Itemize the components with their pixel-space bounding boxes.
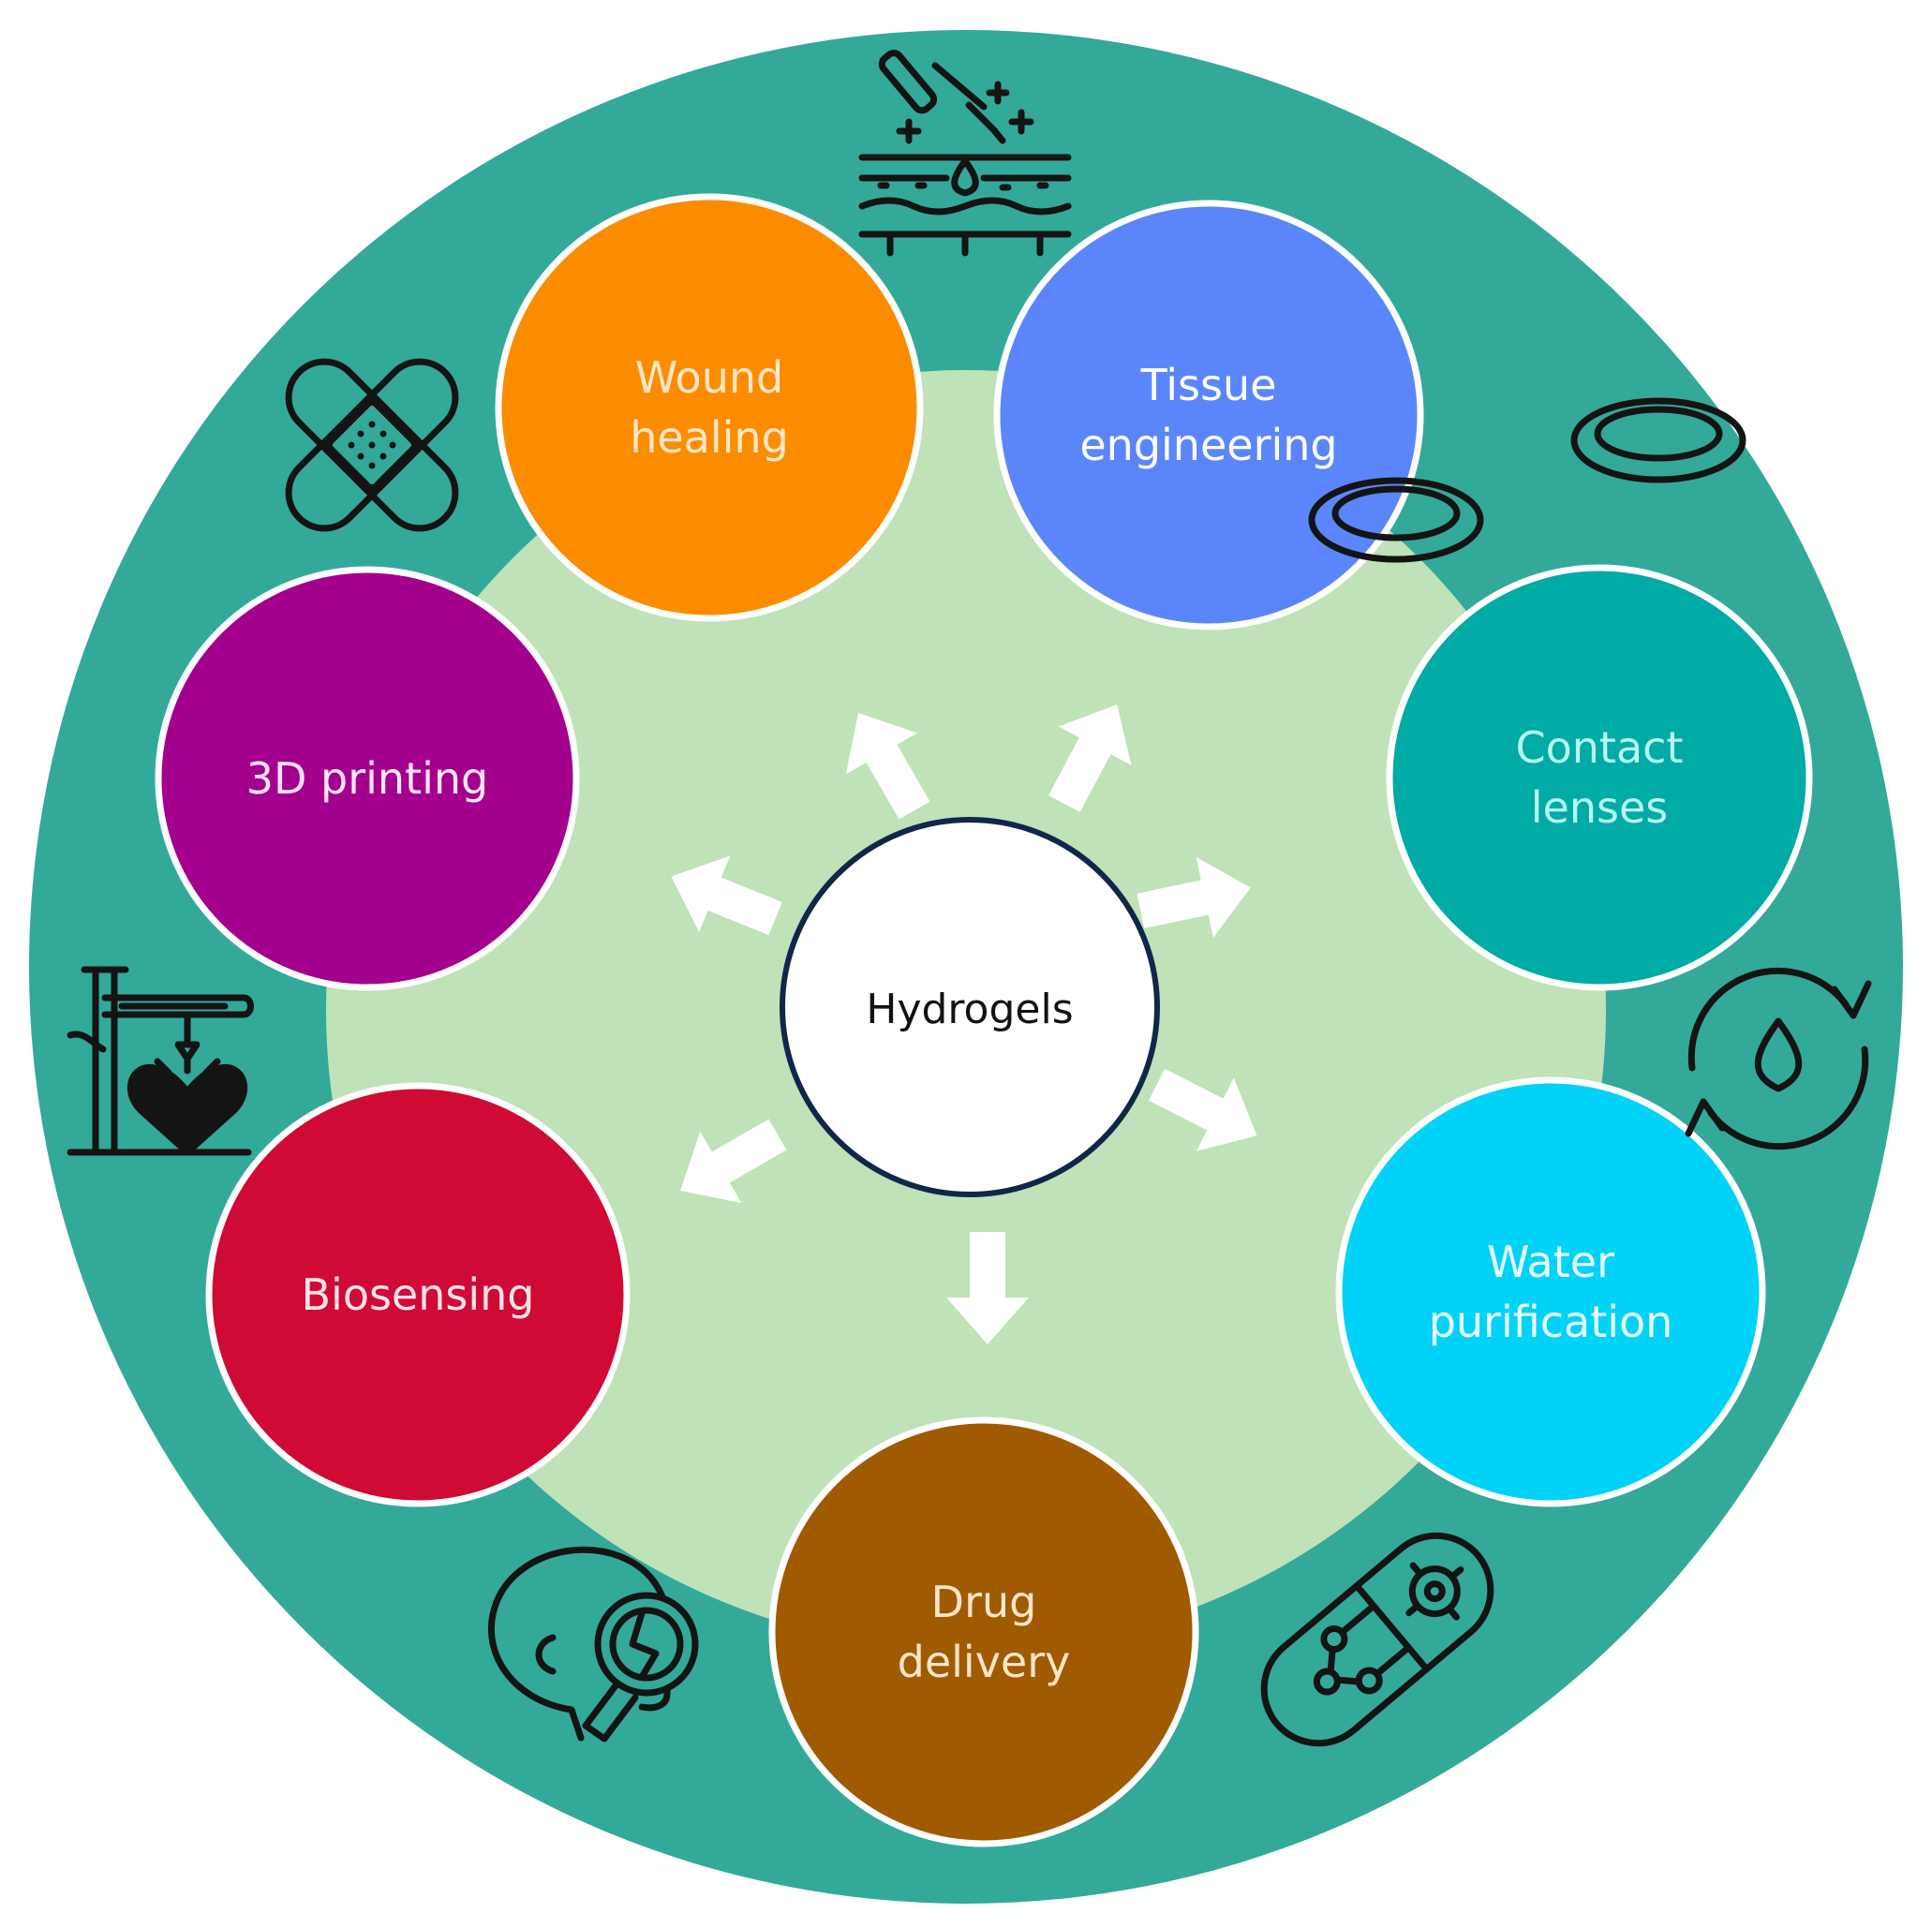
application-label: lenses	[1531, 782, 1668, 833]
arrow	[1048, 704, 1132, 812]
application-circle	[205, 1082, 631, 1507]
application-circle	[993, 200, 1424, 630]
head-magnifier-icon	[487, 1546, 699, 1743]
arrow	[671, 855, 782, 936]
application-circle	[495, 193, 924, 622]
arrow	[1137, 856, 1251, 938]
application-label: purification	[1429, 1297, 1673, 1347]
application-node: Wound healing	[495, 193, 924, 622]
application-label: delivery	[898, 1637, 1071, 1687]
application-circle	[155, 566, 580, 991]
application-label: engineering	[1079, 420, 1337, 470]
arrow	[845, 713, 930, 820]
application-circle	[1335, 1076, 1766, 1507]
center-node: Hydrogels	[780, 817, 1160, 1197]
application-label: Contact	[1516, 722, 1684, 773]
application-node: 3D printing	[155, 566, 580, 991]
application-node: Biosensing	[205, 1082, 631, 1507]
bandage-icon	[285, 358, 459, 532]
application-label: Drug	[931, 1577, 1037, 1627]
bioprinter-heart-icon	[67, 966, 254, 1156]
application-label: Water	[1487, 1237, 1614, 1287]
application-circle	[768, 1416, 1199, 1847]
application-node: Water purification	[1335, 1076, 1766, 1507]
application-node: Contact lenses	[1386, 564, 1813, 991]
application-label: 3D printing	[246, 753, 489, 804]
arrow	[1148, 1068, 1257, 1151]
application-circle	[1386, 564, 1813, 991]
application-label: Biosensing	[301, 1269, 534, 1320]
water-recycle-icon	[1685, 967, 1872, 1150]
icon-group	[67, 50, 1872, 1747]
application-label: healing	[630, 412, 789, 463]
eye-dropper-skin-icon	[858, 50, 1072, 257]
smart-patch-icon	[1260, 1532, 1494, 1747]
center-circle	[780, 817, 1160, 1197]
contact-lenses-icon	[1308, 397, 1746, 563]
application-label: Tissue	[1140, 360, 1277, 410]
application-node: Drug delivery	[768, 1416, 1199, 1847]
arrow-group	[671, 704, 1257, 1344]
application-node: Tissue engineering	[993, 200, 1424, 630]
application-label: Wound	[635, 352, 783, 403]
arrow	[946, 1232, 1029, 1344]
center-label: Hydrogels	[866, 986, 1073, 1033]
arrow	[680, 1119, 787, 1204]
